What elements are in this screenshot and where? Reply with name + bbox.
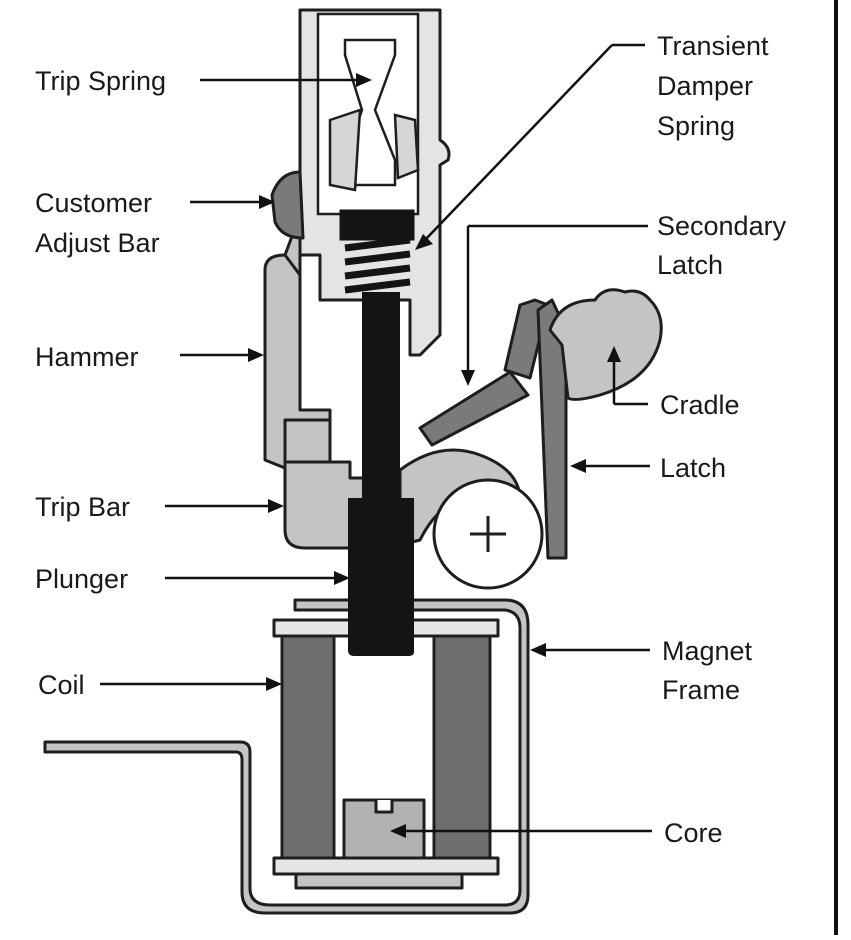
label-magnet-frame-line2: Frame — [662, 675, 740, 705]
label-customer-adjust-bar-line2: Adjust Bar — [35, 228, 160, 258]
label-transient-damper-spring-line3: Spring — [657, 111, 735, 141]
label-secondary-latch-line2: Latch — [657, 250, 723, 280]
latch — [536, 298, 568, 560]
roller — [432, 478, 544, 590]
label-trip-spring: Trip Spring — [35, 66, 166, 96]
label-core: Core — [664, 818, 723, 848]
customer-adjust-bar — [270, 170, 305, 240]
label-plunger: Plunger — [35, 564, 128, 594]
label-trip-bar: Trip Bar — [35, 492, 130, 522]
label-latch: Latch — [660, 453, 726, 483]
label-transient-damper-spring-line1: Transient — [657, 31, 769, 61]
core — [342, 798, 426, 860]
leader-lines — [100, 43, 652, 838]
label-hammer: Hammer — [35, 342, 139, 372]
hammer — [263, 253, 332, 472]
cradle — [548, 288, 663, 401]
plunger — [348, 292, 414, 656]
label-cradle: Cradle — [660, 390, 740, 420]
coil-right-winding — [432, 634, 492, 860]
coil-left-winding — [280, 634, 336, 860]
label-customer-adjust-bar-line1: Customer — [35, 188, 152, 218]
label-transient-damper-spring-line2: Damper — [657, 71, 753, 101]
label-secondary-latch-line1: Secondary — [657, 211, 787, 241]
label-coil: Coil — [38, 670, 85, 700]
coil-bottom-plate — [272, 856, 500, 876]
label-magnet-frame-line1: Magnet — [662, 636, 753, 666]
transient-damper-spring — [339, 209, 415, 294]
